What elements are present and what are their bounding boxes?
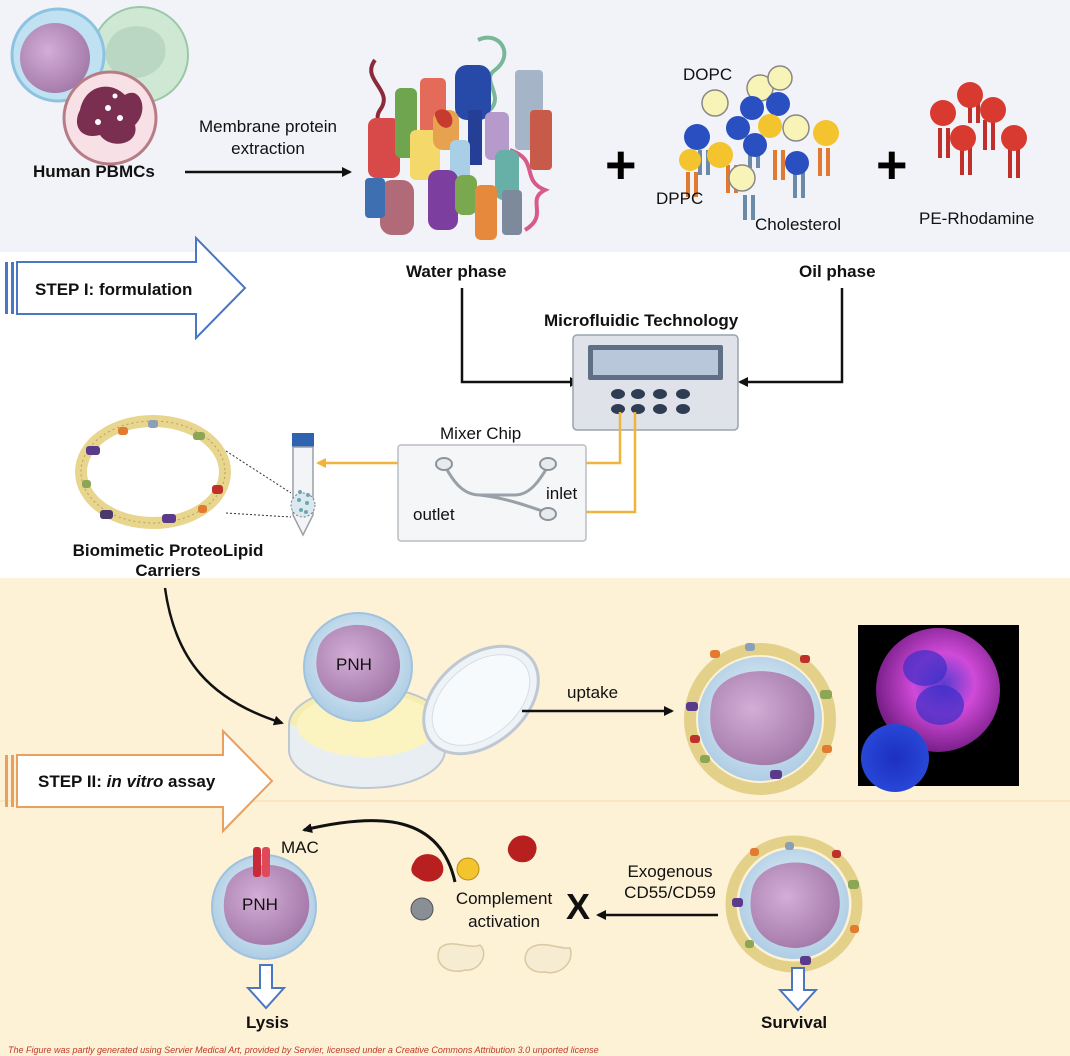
step2-suffix: assay [163, 772, 216, 791]
mac-label: MAC [281, 838, 319, 857]
dopc-label: DOPC [683, 65, 733, 84]
step2-label: STEP II: in vitro assay [38, 772, 215, 792]
outlet-label: outlet [413, 505, 455, 524]
plus-sign-2: + [876, 135, 908, 195]
complement-proteins-icon [410, 835, 572, 974]
exogenous-label-line1: Exogenous [627, 862, 713, 881]
human-pbmcs-label: Human PBMCs [33, 162, 155, 181]
membrane-proteins-icon [365, 35, 552, 240]
zoom-line-2 [225, 512, 292, 518]
cholesterol-label: Cholesterol [755, 215, 841, 234]
test-tube-icon [290, 433, 316, 537]
mac-complex-icon [253, 847, 270, 877]
pe-rhodamine-icon [930, 82, 1027, 178]
microfluidic-device-icon [572, 334, 739, 431]
mixer-chip-icon [397, 444, 587, 542]
complement-label-line2: activation [468, 912, 540, 931]
pnh-cell-icon [303, 612, 413, 722]
step1-prefix: STEP I: [35, 280, 99, 299]
dppc-label: DPPC [656, 189, 704, 208]
incubation-arrow [163, 587, 284, 726]
exogenous-label-line2: CD55/CD59 [624, 883, 716, 902]
pe-rhodamine-label: PE-Rhodamine [919, 209, 1035, 228]
membrane-extraction-label: Membrane protein extraction [199, 117, 337, 158]
lysis-label: Lysis [246, 1013, 289, 1032]
proteolipid-carrier-icon [75, 415, 231, 529]
mixer-chip-label: Mixer Chip [440, 424, 522, 443]
survival-cell-icon [725, 835, 863, 973]
pnh-label-dish: PNH [336, 655, 372, 674]
microfluidic-technology-label: Microfluidic Technology [544, 311, 739, 330]
step2-prefix: STEP II: [38, 772, 107, 791]
lysis-cell-icon [211, 854, 317, 960]
band-divider [0, 800, 1070, 802]
carriers-label-line2: Carriers [135, 561, 201, 580]
zoom-line-1 [225, 450, 292, 494]
complement-label-line1: Complement [455, 889, 553, 908]
lysis-outcome-arrow [245, 964, 287, 1010]
step1-text: formulation [98, 280, 193, 299]
carriers-label-line1: Biomimetic ProteoLipid [72, 541, 264, 560]
water-phase-label: Water phase [406, 262, 507, 281]
water-phase-arrow [460, 288, 580, 387]
survival-outcome-arrow [777, 967, 819, 1012]
step1-arrow [5, 235, 247, 341]
pbmc-cells-icon [10, 6, 189, 166]
survival-label: Survival [761, 1013, 828, 1032]
oil-phase-label: Oil phase [799, 262, 876, 281]
oil-phase-arrow [738, 288, 844, 387]
inhibition-x-mark: X [566, 886, 591, 927]
fluorescence-micrograph [858, 625, 1019, 792]
step1-label: STEP I: formulation [35, 280, 192, 300]
lipid-heads [679, 65, 839, 192]
step2-arrow [5, 728, 274, 834]
lysis-curve-arrow [302, 819, 457, 883]
step2-italic: in vitro [106, 772, 164, 791]
inlet-label: inlet [546, 484, 578, 503]
plus-sign-1: + [605, 135, 637, 195]
pnh-label-lysis: PNH [242, 895, 278, 914]
uptake-label: uptake [567, 683, 619, 702]
attribution-footer: The Figure was partly generated using Se… [8, 1045, 599, 1055]
decorated-cell-icon [684, 643, 836, 795]
